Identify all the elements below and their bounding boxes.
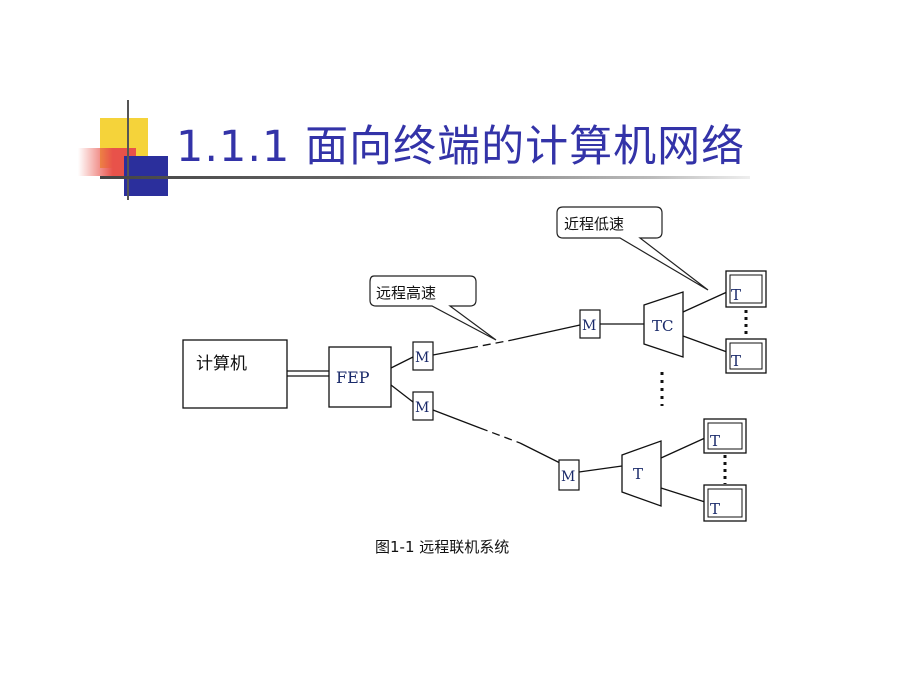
callout-high-speed: 远程高速 [369,275,497,341]
modem-lower-right: M [558,459,580,491]
terminal-label: T [710,500,720,518]
terminal-upper-2: T [725,338,767,374]
modem-label: M [415,350,429,366]
callout-low-speed: 近程低速 [556,206,709,291]
lower-long-link [432,409,561,464]
terminal-lower-2: T [703,484,747,522]
terminal-lower-1: T [703,418,747,454]
figure-caption: 图1-1 远程联机系统 [375,538,509,556]
callout-low-speed-text: 近程低速 [564,215,624,233]
modem-lower-left: M [412,391,434,421]
tc-label: TC [652,317,673,335]
modem-upper-right: M [579,309,601,339]
fep-label: FEP [336,368,370,387]
concentrator-t-label: T [633,465,643,483]
callout-high-speed-text: 远程高速 [376,284,436,302]
tc-concentrator: TC [643,291,684,358]
upper-long-link [432,324,581,356]
terminal-label: T [731,352,741,370]
fep-node: FEP [328,346,392,408]
deco-vertical-line [127,100,129,200]
modem-label: M [415,400,429,416]
lower-concentrator: T [621,440,662,507]
title-underline [100,176,750,179]
terminal-upper-1: T [725,270,767,308]
modem-label: M [561,469,575,485]
terminal-label: T [710,432,720,450]
modem-upper-left: M [412,341,434,371]
computer-label: 计算机 [196,354,247,374]
modem-label: M [582,318,596,334]
computer-node: 计算机 [182,339,288,409]
terminal-label: T [731,286,741,304]
slide-title: 1.1.1 面向终端的计算机网络 [176,122,746,172]
